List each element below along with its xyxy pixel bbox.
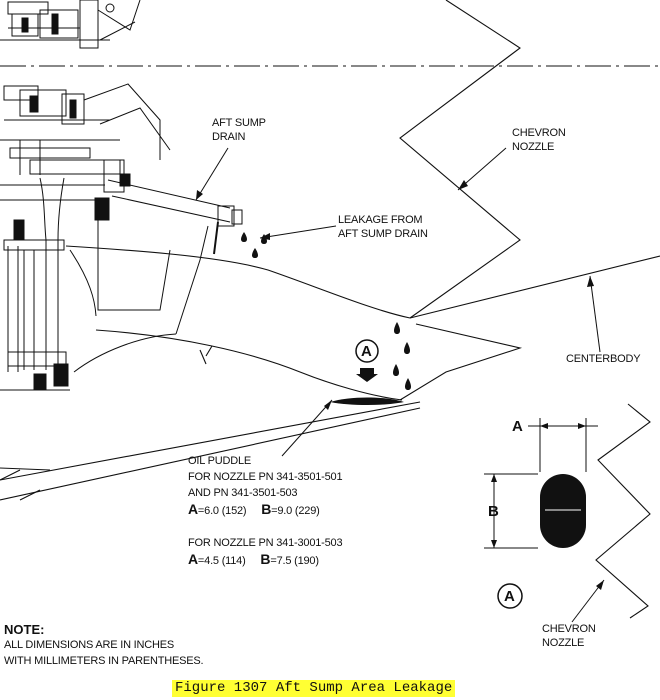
nozzle-shell — [0, 0, 660, 501]
svg-text:B: B — [488, 503, 499, 520]
svg-text:A: A — [504, 588, 515, 605]
centerbody-label: CENTERBODY — [566, 353, 641, 365]
chevron-nozzle-detail-label: CHEVRON NOZZLE — [542, 623, 598, 649]
svg-text:A=6.0 (152) B=9.0 (229): A=6.0 (152) B=9.0 (229) — [188, 501, 320, 517]
svg-text:ALL DIMENSIONS ARE IN INCHES: ALL DIMENSIONS ARE IN INCHES — [4, 639, 174, 651]
leader-lines — [195, 147, 601, 457]
svg-text:A=4.5 (114) B=7.5 (190): A=4.5 (114) B=7.5 (190) — [188, 551, 319, 567]
view-a-callout: A — [355, 339, 379, 382]
leader-arrowheads — [196, 180, 594, 410]
svg-text:NOTE:: NOTE: — [4, 622, 44, 637]
svg-text:WITH MILLIMETERS IN PARENTHESE: WITH MILLIMETERS IN PARENTHESES. — [4, 655, 204, 667]
note-block: NOTE: ALL DIMENSIONS ARE IN INCHES WITH … — [4, 622, 204, 667]
figure-caption: Figure 1307 Aft Sump Area Leakage — [172, 680, 456, 697]
oil-puddle-spec: OIL PUDDLE FOR NOZZLE PN 341-3501-501 AN… — [188, 455, 343, 567]
aft-sump-drain-label: AFT SUMP DRAIN — [212, 117, 268, 143]
svg-text:A: A — [361, 343, 372, 360]
leakage-label: LEAKAGE FROM AFT SUMP DRAIN — [338, 214, 428, 240]
oil-puddle-shape — [330, 397, 404, 405]
chevron-nozzle-label: CHEVRON NOZZLE — [512, 127, 568, 153]
detail-view-a: A B A — [484, 403, 651, 623]
svg-text:FOR NOZZLE PN 341-3001-503: FOR NOZZLE PN 341-3001-503 — [188, 537, 342, 549]
svg-text:A: A — [512, 418, 523, 435]
svg-text:FOR NOZZLE PN 341-3501-501: FOR NOZZLE PN 341-3501-501 — [188, 471, 342, 483]
engine-mechanism — [0, 0, 243, 391]
svg-text:AND PN 341-3501-503: AND PN 341-3501-503 — [188, 487, 297, 499]
nozzle-drips — [393, 322, 411, 390]
sump-drips — [241, 232, 267, 258]
svg-text:OIL PUDDLE: OIL PUDDLE — [188, 455, 251, 467]
